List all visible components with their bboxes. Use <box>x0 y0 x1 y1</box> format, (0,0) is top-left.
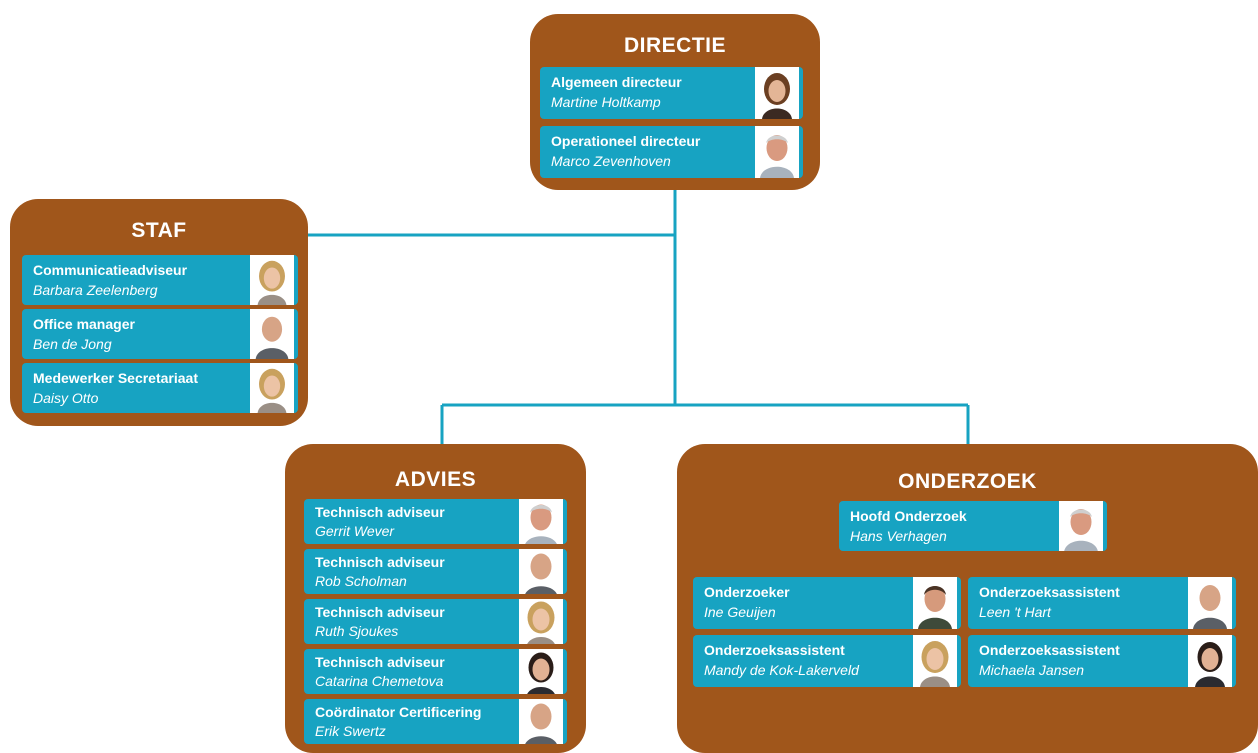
group-advies: ADVIES Technisch adviseur Gerrit Wever T… <box>285 444 586 753</box>
member-card[interactable]: Technisch adviseur Ruth Sjoukes <box>304 599 567 644</box>
member-card[interactable]: Coördinator Certificering Erik Swertz <box>304 699 567 744</box>
member-role: Office manager <box>33 316 135 332</box>
member-card[interactable]: Onderzoeksassistent Mandy de Kok-Lakerve… <box>693 635 961 687</box>
portrait-man-grey-hair-photo <box>1059 501 1103 551</box>
member-name: Gerrit Wever <box>315 523 395 539</box>
member-name: Daisy Otto <box>33 390 99 406</box>
member-card[interactable]: Onderzoeker Ine Geuijen <box>693 577 961 629</box>
member-name: Ine Geuijen <box>704 604 776 620</box>
group-onderzoek: ONDERZOEK Hoofd Onderzoek Hans Verhagen … <box>677 444 1258 753</box>
portrait-man-bald-photo <box>519 549 563 594</box>
member-card[interactable]: Onderzoeksassistent Leen 't Hart <box>968 577 1236 629</box>
member-card[interactable]: Communicatieadviseur Barbara Zeelenberg <box>22 255 298 305</box>
member-name: Mandy de Kok-Lakerveld <box>704 662 859 678</box>
group-directie: DIRECTIE Algemeen directeur Martine Holt… <box>530 14 820 190</box>
member-role: Medewerker Secretariaat <box>33 370 198 386</box>
member-card[interactable]: Technisch adviseur Catarina Chemetova <box>304 649 567 694</box>
member-card[interactable]: Algemeen directeur Martine Holtkamp <box>540 67 803 119</box>
portrait-woman-blonde-photo <box>250 363 294 413</box>
member-card[interactable]: Operationeel directeur Marco Zevenhoven <box>540 126 803 178</box>
member-role: Onderzoeksassistent <box>704 642 845 658</box>
member-role: Technisch adviseur <box>315 654 445 670</box>
member-name: Ruth Sjoukes <box>315 623 399 639</box>
portrait-woman-blonde-photo <box>519 599 563 644</box>
member-name: Catarina Chemetova <box>315 673 444 689</box>
member-role: Onderzoeksassistent <box>979 642 1120 658</box>
member-role: Coördinator Certificering <box>315 704 482 720</box>
portrait-man-bald-photo <box>250 309 294 359</box>
member-role: Onderzoeksassistent <box>979 584 1120 600</box>
member-role: Technisch adviseur <box>315 504 445 520</box>
group-title-advies: ADVIES <box>394 468 477 491</box>
group-staf: STAF Communicatieadviseur Barbara Zeelen… <box>10 199 308 426</box>
member-name: Michaela Jansen <box>979 662 1085 678</box>
member-role: Algemeen directeur <box>551 74 682 90</box>
member-role: Operationeel directeur <box>551 133 701 149</box>
member-card[interactable]: Onderzoeksassistent Michaela Jansen <box>968 635 1236 687</box>
portrait-man-bald-photo <box>519 699 563 744</box>
portrait-woman-brown-hair-photo <box>755 67 799 119</box>
portrait-woman-dark-hair-photo <box>519 649 563 694</box>
portrait-woman-dark-hair-photo <box>1188 635 1232 687</box>
portrait-man-grey-hair-photo <box>755 126 799 178</box>
group-title-directie: DIRECTIE <box>623 34 726 57</box>
portrait-woman-blonde-photo <box>250 255 294 305</box>
member-role: Technisch adviseur <box>315 554 445 570</box>
portrait-man-bald-photo <box>1188 577 1232 629</box>
portrait-man-grey-hair-photo <box>519 499 563 544</box>
portrait-woman-blonde-photo <box>913 635 957 687</box>
member-name: Erik Swertz <box>315 723 386 739</box>
member-name: Barbara Zeelenberg <box>33 282 158 298</box>
member-name: Rob Scholman <box>315 573 407 589</box>
member-name: Leen 't Hart <box>979 604 1051 620</box>
member-name: Martine Holtkamp <box>551 94 661 110</box>
member-card[interactable]: Office manager Ben de Jong <box>22 309 298 359</box>
portrait-man-dark-hair-photo <box>913 577 957 629</box>
member-card[interactable]: Technisch adviseur Gerrit Wever <box>304 499 567 544</box>
member-card[interactable]: Medewerker Secretariaat Daisy Otto <box>22 363 298 413</box>
member-role: Hoofd Onderzoek <box>850 508 967 524</box>
member-card[interactable]: Hoofd Onderzoek Hans Verhagen <box>839 501 1107 551</box>
member-role: Technisch adviseur <box>315 604 445 620</box>
member-role: Onderzoeker <box>704 584 790 600</box>
member-name: Marco Zevenhoven <box>551 153 671 169</box>
member-role: Communicatieadviseur <box>33 262 188 278</box>
member-name: Hans Verhagen <box>850 528 947 544</box>
group-title-staf: STAF <box>131 219 187 242</box>
group-title-onderzoek: ONDERZOEK <box>898 470 1037 493</box>
member-card[interactable]: Technisch adviseur Rob Scholman <box>304 549 567 594</box>
member-name: Ben de Jong <box>33 336 112 352</box>
